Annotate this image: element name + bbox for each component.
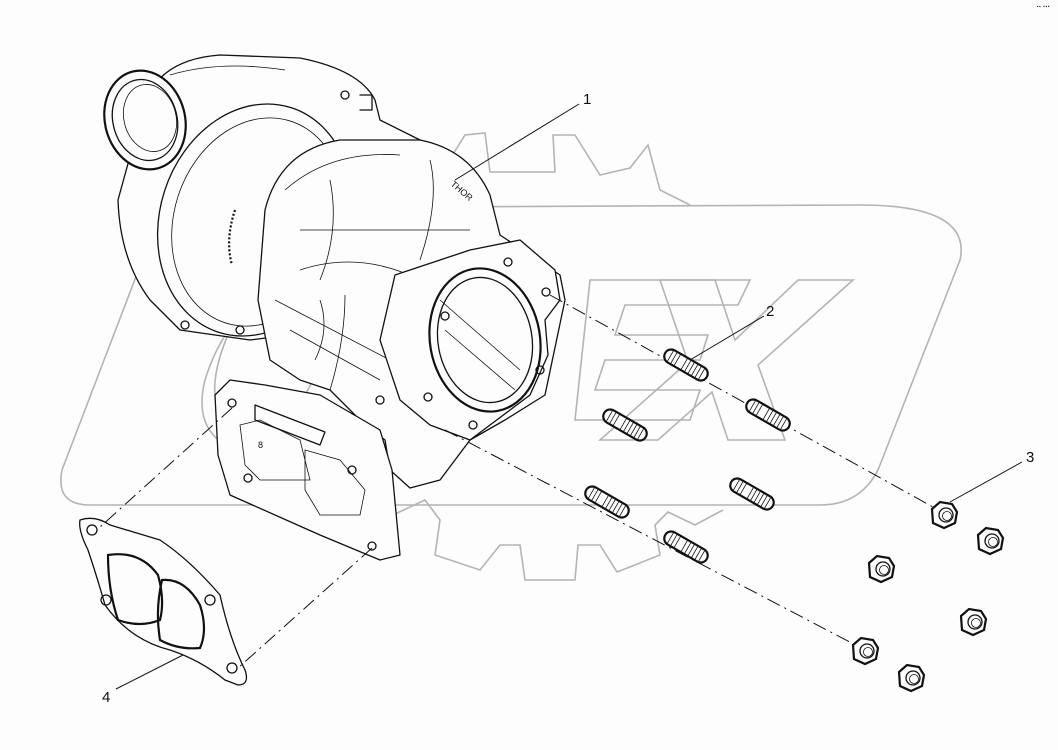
stud[interactable] [601,407,650,443]
nut[interactable] [867,554,896,584]
nuts-part[interactable] [851,500,1005,693]
leader-lines [115,103,1023,690]
leader-3 [949,461,1023,503]
leader-2 [689,315,765,361]
callout-4[interactable]: 4 [102,689,111,706]
gasket-part[interactable] [79,517,248,686]
turbocharger-part[interactable]: THOR 8 [93,54,566,561]
nut[interactable] [897,663,926,693]
nut[interactable] [959,607,988,637]
svg-text:8: 8 [258,440,263,450]
callout-2[interactable]: 2 [766,303,775,320]
stud[interactable] [662,347,711,383]
corner-mark: ▪▪ ▪▪▪ [1036,4,1050,10]
stud[interactable] [662,529,711,565]
assembly-lines [99,294,943,669]
studs-part[interactable] [583,347,793,565]
stud[interactable] [728,476,777,512]
stud[interactable] [744,397,793,433]
leader-4 [115,654,184,690]
nut[interactable] [930,500,959,530]
leader-1 [454,103,580,181]
callout-1[interactable]: 1 [583,91,592,108]
nut[interactable] [976,526,1005,556]
nut[interactable] [851,636,880,666]
callout-3[interactable]: 3 [1026,449,1035,466]
stud[interactable] [583,484,632,520]
